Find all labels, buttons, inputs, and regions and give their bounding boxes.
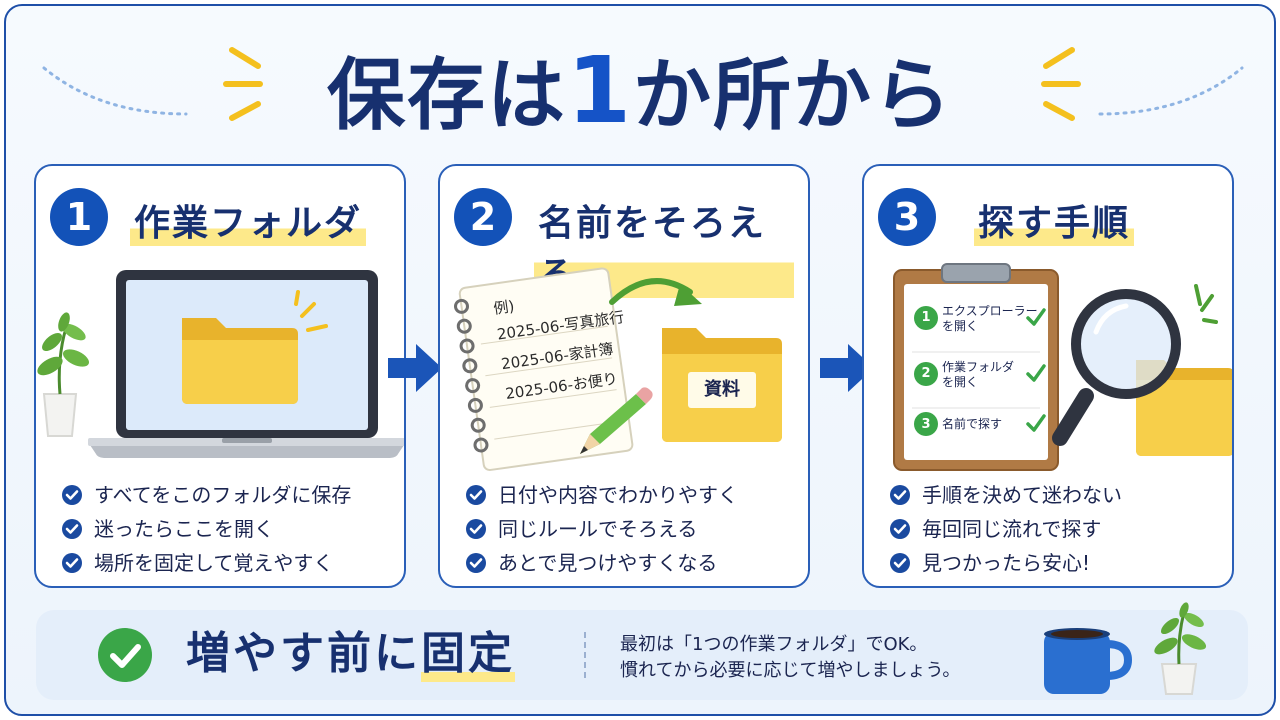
sparkle-icon — [1194, 284, 1218, 324]
step-checklist: 手順を決めて迷わない 毎回同じ流れで探す 見つかったら安心! — [890, 478, 1220, 580]
step-number-badge: 2 — [454, 188, 512, 246]
dotted-arc-right — [1098, 66, 1244, 116]
banner-divider — [584, 632, 586, 678]
check-icon — [62, 553, 82, 573]
step-title: 作業フォルダ — [130, 194, 367, 246]
pencil-icon — [580, 387, 653, 454]
clipboard-step-number: 1 — [921, 310, 931, 325]
check-icon — [62, 519, 82, 539]
magnifier-icon — [1052, 289, 1181, 446]
naming-illustration: 例) 2025-06-写真旅行 2025-06-家計簿 2025-06-お便り … — [440, 262, 808, 472]
title-accent: 1 — [566, 37, 633, 144]
step-title: 探す手順 — [974, 194, 1135, 246]
checklist-item: 迷ったらここを開く — [62, 512, 392, 546]
clipboard-step-text: を開く — [942, 375, 979, 389]
summary-banner: 増やす前に固定 最初は「1つの作業フォルダ」でOK。 慣れてから必要に応じて増や… — [36, 602, 1248, 700]
banner-note-line: 慣れてから必要に応じて増やしましょう。 — [620, 660, 961, 681]
laptop-folder-illustration — [37, 270, 404, 458]
clipboard-step-text: エクスプローラー — [942, 304, 1038, 318]
check-icon — [890, 485, 910, 505]
checklist-text: 場所を固定して覚えやすく — [94, 551, 334, 575]
step-card-2: 2 名前をそろえる — [438, 164, 810, 588]
clipboard-text-2: 2 作業フォルダ を開く — [918, 360, 1014, 390]
checklist-text: 迷ったらここを開く — [94, 517, 274, 541]
burst-left-icon — [223, 47, 263, 121]
step-header: 3 探す手順 — [878, 188, 1218, 248]
step-header: 1 作業フォルダ — [50, 188, 390, 248]
step-checklist: すべてをこのフォルダに保存 迷ったらここを開く 場所を固定して覚えやすく — [62, 478, 392, 580]
notebook-icon — [453, 267, 634, 471]
checklist-text: 手順を決めて迷わない — [922, 483, 1122, 507]
banner-note: 最初は「1つの作業フォルダ」でOK。 慣れてから必要に応じて増やしましょう。 — [620, 632, 960, 684]
check-icon — [466, 519, 486, 539]
check-icon — [890, 519, 910, 539]
search-steps-illustration: 1 エクスプローラー を開く 2 作業フォルダ を開く 3 名前で探す — [864, 262, 1232, 472]
dotted-arc-left — [42, 66, 188, 116]
step-card-1: 1 作業フォルダ — [34, 164, 406, 588]
checklist-item: すべてをこのフォルダに保存 — [62, 478, 392, 512]
mug-icon — [1044, 628, 1132, 694]
clipboard-step-number: 2 — [921, 366, 931, 381]
check-icon — [466, 485, 486, 505]
checklist-text: 毎回同じ流れで探す — [922, 517, 1102, 541]
step-header: 2 名前をそろえる — [454, 188, 794, 298]
step-number-badge: 1 — [50, 188, 108, 246]
banner-headline-highlight: 固定 — [421, 626, 515, 682]
banner-note-line: 最初は「1つの作業フォルダ」でOK。 — [620, 634, 928, 655]
page-title: 保存は1か所から — [6, 36, 1274, 146]
clipboard-step-text: を開く — [942, 319, 979, 333]
checklist-text: 同じルールでそろえる — [498, 517, 698, 541]
checklist-text: 日付や内容でわかりやすく — [498, 483, 738, 507]
sparkle-icon — [294, 290, 328, 332]
clipboard-step-text: 名前で探す — [942, 417, 1003, 431]
notebook-text: 例) 2025-06-写真旅行 2025-06-家計簿 2025-06-お便り — [492, 280, 634, 409]
checklist-text: あとで見つけやすくなる — [498, 551, 718, 575]
clipboard-icon — [893, 263, 1059, 471]
checklist-item: 手順を決めて迷わない — [890, 478, 1220, 512]
title-part1: 保存は — [326, 51, 567, 141]
step-number-badge: 3 — [878, 188, 936, 246]
step-checklist: 日付や内容でわかりやすく 同じルールでそろえる あとで見つけやすくなる — [466, 478, 796, 580]
check-circle-icon — [98, 628, 152, 682]
burst-right-icon — [1041, 47, 1081, 121]
arrow-right-icon — [388, 344, 442, 392]
banner-headline-text: 増やす前に — [186, 628, 421, 679]
plant-icon — [37, 312, 90, 437]
arrow-right-icon — [820, 344, 874, 392]
checklist-item: 同じルールでそろえる — [466, 512, 796, 546]
curved-arrow-icon — [609, 278, 702, 306]
folder-icon — [182, 318, 298, 404]
check-icon — [466, 553, 486, 573]
clipboard-text-1: 1 エクスプローラー を開く — [918, 304, 1038, 334]
clipboard-text-3: 3 名前で探す — [918, 417, 1002, 432]
folder-label: 資料 — [704, 379, 740, 400]
checklist-text: すべてをこのフォルダに保存 — [94, 483, 352, 507]
checklist-item: 日付や内容でわかりやすく — [466, 478, 796, 512]
checklist-item: 毎回同じ流れで探す — [890, 512, 1220, 546]
checklist-item: 見つかったら安心! — [890, 546, 1220, 580]
checklist-text: 見つかったら安心! — [922, 551, 1091, 575]
check-icon — [890, 553, 910, 573]
step-card-3: 3 探す手順 — [862, 164, 1234, 588]
title-part2: か所から — [633, 51, 954, 141]
checklist-item: あとで見つけやすくなる — [466, 546, 796, 580]
clipboard-step-number: 3 — [921, 417, 931, 432]
clipboard-step-text: 作業フォルダ — [942, 360, 1015, 374]
check-icon — [62, 485, 82, 505]
checklist-item: 場所を固定して覚えやすく — [62, 546, 392, 580]
banner-headline: 増やす前に固定 — [186, 626, 515, 682]
folder-icon — [662, 328, 782, 442]
infographic-frame: 保存は1か所から 1 作業フォルダ — [4, 4, 1276, 716]
plant-icon — [1154, 602, 1207, 695]
